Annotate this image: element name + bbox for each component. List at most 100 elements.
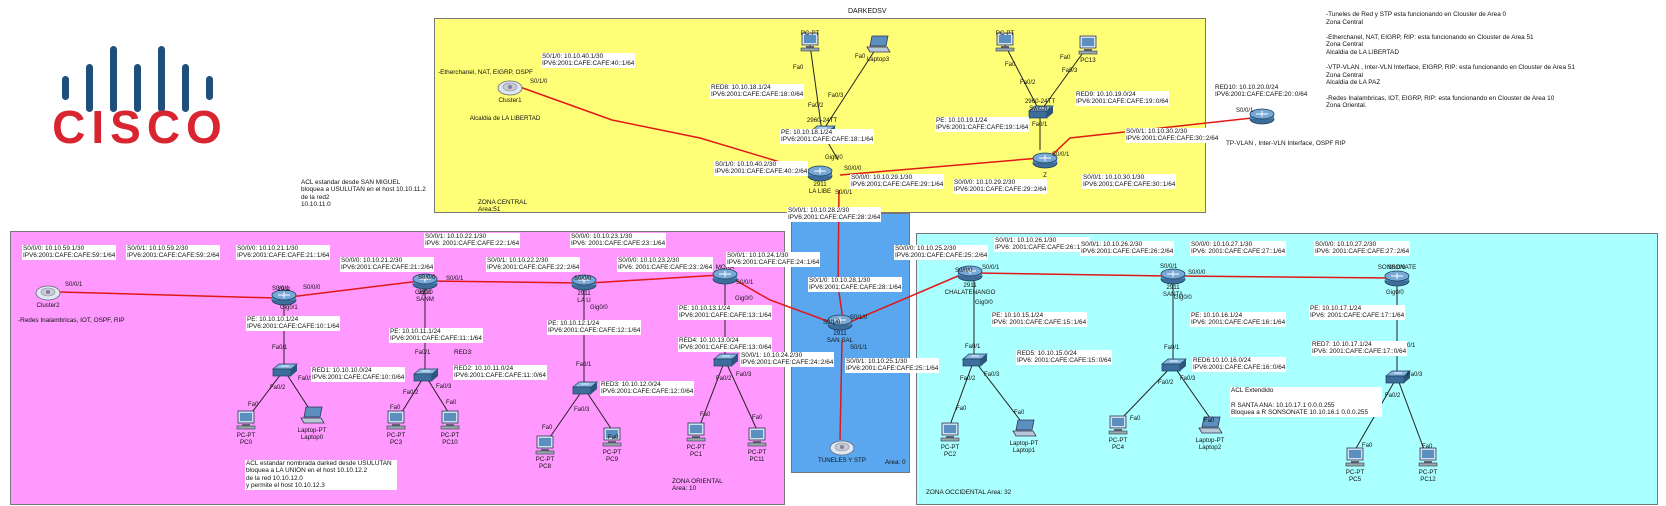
pc0-icon[interactable] [232,409,260,431]
port-label: Fa0 [956,406,967,412]
ip-label: RED4: 10.10.13.0/24 IPV6:2001:CAFE:CAFE:… [678,337,773,352]
cluster1-cloud-icon[interactable] [496,76,524,98]
laptop1-icon[interactable] [1010,417,1038,439]
ip-label: S0/0/0: 10.10.27.2/30 IPV6: 2001:CAFE:CA… [1314,241,1411,256]
device-label: PC-PT PC3 [386,432,406,446]
ip-label: PE: 10.10.15.1/24 IPV6: 2001:CAFE:CAFE:1… [991,312,1088,327]
device-label: PC-PT PC1 [686,444,706,458]
device-label: PC13 [1080,57,1096,64]
port-label: S0/0/0 [955,268,973,274]
ip-label: PE: 10.10.12.1/24 IPV6:2001:CAFE:CAFE:12… [547,320,642,335]
serial-link [839,339,843,441]
port-label: Fa0 [700,412,711,418]
port-label: Fa0/2 [808,103,824,109]
router-san-miguel-icon[interactable] [411,270,439,292]
cluster2-cloud-icon[interactable] [34,281,62,303]
port-label: S0/0/0 [1388,265,1406,271]
pc13-icon[interactable] [1074,34,1102,56]
port-label: Gig0/1 [280,305,298,311]
ip-label: S0/0/0: 10.10.27.1/30 IPV6: 2001:CAFE:CA… [1190,241,1287,256]
device-label: 2911 SANM [416,289,434,303]
port-label: Fa0 [1060,55,1071,61]
cisco-logo-text: CISCO [52,101,228,153]
note-lapaz: TP-VLAN , Inter-VLN Interface, OSPF RIP [1226,140,1346,147]
port-label: Gig0/0 [735,296,753,302]
ip-label: S0/0/1: 10.10.59.2/30 IPV6:2001:CAFE:CAF… [126,245,221,260]
laptop0-icon[interactable] [298,404,326,426]
pc1-icon[interactable] [682,421,710,443]
router-z-icon[interactable] [1031,149,1059,171]
serial-link [1049,117,1253,158]
port-label: S0/1/0 [823,320,841,326]
switch7-icon[interactable] [1026,101,1054,123]
device-label: PC-PT [995,30,1015,37]
router-morazan-icon[interactable] [711,265,739,287]
router-san-salvador-icon[interactable] [826,311,854,333]
port-label: Fa0/2 [1385,393,1401,399]
cisco-logo [62,46,213,112]
port-label: Fa0/3 [736,372,752,378]
pc9-icon[interactable] [598,426,626,448]
ip-label: PE: 10.10.13.1/24 IPV6:2001:CAFE:CAFE:13… [678,305,773,320]
pc5-icon[interactable] [1341,446,1369,468]
port-label: Fa0/1 [272,345,288,351]
router-la-union-icon[interactable] [570,271,598,293]
router-chalatenango-icon[interactable] [956,262,984,284]
port-label: Fa0/3 [1062,68,1078,74]
port-label: S0/0/0 [574,276,592,282]
port-label: Fa0 [1204,418,1215,424]
switch-oriental-4-icon[interactable] [711,349,739,371]
port-label: Gig0/0 [415,290,433,296]
pc11-icon[interactable] [743,426,771,448]
device-label: 2911 SANTA [1162,284,1184,298]
device-label: 2911 LA LIBE [808,181,832,195]
tuneles-stp-cloud-icon[interactable] [828,436,856,458]
switch-occidental-2-icon[interactable] [1159,354,1187,376]
ip-label: S0/0/1: 10.10.24.1/30 IPV6:2001:CAFE:CAF… [726,252,821,267]
router-la-paz-icon[interactable] [1248,105,1276,127]
switch-oriental-1-icon[interactable] [270,359,298,381]
port-label: S0/0/0 [303,285,321,291]
router-santa-ana-icon[interactable] [1159,265,1187,287]
ip-label: PE: 10.10.19.1/24 IPV6:2001:CAFE:CAFE:19… [935,117,1030,132]
pc4-icon[interactable] [1104,414,1132,436]
switch-occidental-1-icon[interactable] [960,349,988,371]
ip-label: RED6:10.10.16.0/24 IPV6:2001:CAFE:CAFE:1… [1192,357,1287,372]
switch-oriental-2-icon[interactable] [411,364,439,386]
ip-label: PE: 10.10.17.1/24 IPV6: 2001:CAFE:CAFE:1… [1309,305,1406,320]
port-label: Fa0/1 [1164,345,1180,351]
pc-pt-central-2-icon[interactable] [991,31,1019,53]
router-sonsonate-icon[interactable] [1383,267,1411,289]
ip-label: S0/0/0: 10.10.23.1/30 IPV6: 2001:CAFE:CA… [570,233,667,248]
laptop3-icon[interactable] [864,33,892,55]
pc8-icon[interactable] [531,434,559,456]
serial-link [59,291,276,299]
device-label: PC-PT PC9 [602,449,622,463]
port-label: Fa0 [1362,443,1373,449]
device-label: SONSONATE [1377,264,1417,271]
port-label: S0/1/0 [530,79,548,85]
device-label: Z [1043,172,1047,179]
router-la-libertad-icon[interactable] [806,162,834,184]
pc-pt-central-icon[interactable] [796,31,824,53]
device-label: PC-PT PC0 [236,432,256,446]
switch-occidental-3-icon[interactable] [1383,366,1411,388]
port-label: Fa0/3 [574,407,590,413]
device-label: Laptop-PT Laptop0 [297,427,327,441]
pc12-icon[interactable] [1414,446,1442,468]
device-label: Laptop-PT Laptop1 [1009,440,1039,454]
port-label: Fa0 [1422,444,1433,450]
pc3-icon[interactable] [382,409,410,431]
router-usulutan-icon[interactable] [270,286,298,308]
switch-oriental-3-icon[interactable] [570,377,598,399]
ip-label: S0/1/0: 10.10.28.1/30 IPV6:2001:CAFE:CAF… [808,277,903,292]
laptop2-icon[interactable] [1196,414,1224,436]
pc10-icon[interactable] [436,409,464,431]
ip-label: RED3: [454,349,473,356]
port-label: S0/0/1 [65,282,83,288]
port-label: Fa0/2 [960,376,976,382]
device-label: PC-PT [800,30,820,37]
ip-label: S0/0/0: 10.10.23.2/30 IPV6: 2001:CAFE:CA… [617,257,714,272]
pc2-icon[interactable] [936,421,964,443]
